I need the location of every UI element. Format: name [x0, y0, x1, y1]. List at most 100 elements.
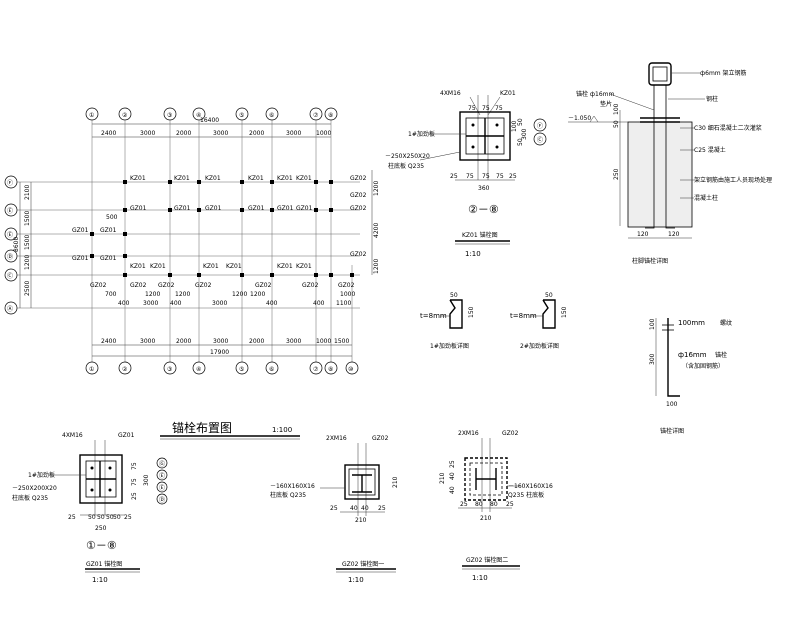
axis-label: Ⓕ	[7, 179, 13, 187]
dim: 150	[561, 306, 568, 318]
axis-label: ③	[167, 366, 172, 373]
plate-spec: －250X250X20	[385, 153, 430, 160]
dim: 210	[439, 472, 446, 484]
detail-title: GZ01 锚栓图	[86, 560, 122, 568]
plan-scale: 1:100	[272, 426, 292, 434]
elevation: －1.050	[568, 115, 591, 122]
dim: 300	[649, 353, 656, 365]
dim: 25	[68, 514, 76, 521]
axis-label: ⑧	[328, 112, 333, 119]
column-label: GZ02	[130, 282, 147, 289]
column-label: GZ02	[195, 282, 212, 289]
column-label: GZ01	[205, 205, 222, 212]
axis-label: ⑤	[239, 112, 244, 119]
column-label: GZ01	[72, 227, 89, 234]
column-base-anchor-detail: ф6mm 架立钢筋 锚栓 ф16mm 垫片 钢柱 －1.050 C30 细石混凝…	[568, 62, 772, 265]
thickness-label: t=8mm	[420, 312, 447, 320]
dim: 500	[106, 214, 118, 221]
dim: 50	[106, 514, 114, 521]
dim: 1200	[250, 291, 265, 298]
column-label: KZ01	[203, 263, 219, 270]
column-label: GZ01	[72, 255, 89, 262]
dim: 1000	[316, 130, 331, 137]
plate-spec: －250X200X20	[12, 485, 57, 492]
dim: 150	[468, 306, 475, 318]
detail-scale: 1:10	[92, 576, 108, 584]
dim: 75	[482, 105, 490, 112]
column-label: GZ02	[350, 192, 367, 199]
dim: 75	[131, 478, 138, 486]
dim: 50	[545, 292, 553, 299]
dim: 300	[143, 474, 150, 486]
column-label: GZ02	[90, 282, 107, 289]
column-label: GZ02	[350, 251, 367, 258]
gz02-anchor-detail-2: 2XM16 GZ02 －160X160X16 Q235 柱底板 25 80 80…	[439, 430, 553, 582]
dim: 1200	[232, 291, 247, 298]
dim: 1200	[373, 181, 380, 196]
dim: 3000	[212, 300, 227, 307]
dim: 3000	[213, 338, 228, 345]
stiffener-label: 1#加劲板	[408, 130, 435, 138]
dim: 1200	[175, 291, 190, 298]
dim: 2000	[176, 338, 191, 345]
dim: 40	[361, 505, 369, 512]
gz01-anchor-detail: 4XM16 GZ01 1#加劲板 －250X200X20 柱底板 Q235 25…	[12, 432, 168, 584]
dim: 100	[649, 318, 656, 330]
gz02-anchor-detail-1: 2XM16 GZ02 －160X160X16 柱底板 Q235 25 40 40…	[270, 435, 399, 584]
axis-label: ④	[196, 112, 201, 119]
dim: 50	[113, 514, 121, 521]
axis-label: ⑥	[269, 366, 274, 373]
section-label: ②－⑧	[468, 203, 499, 216]
column-label: KZ01	[296, 263, 312, 270]
column-label: GZ01	[174, 205, 191, 212]
axis-label: Ⓖ	[159, 460, 165, 468]
detail-title: KZ01 锚栓图	[462, 231, 498, 239]
dim: 120	[637, 231, 649, 238]
dim: 700	[105, 291, 117, 298]
stiffener-plates: t=8mm 50 150 1#加劲板详图 t=8mm 50 150 2#加劲板详…	[420, 292, 568, 350]
column-label: GZ02	[350, 175, 367, 182]
bolt-spec: 2XM16	[458, 430, 479, 437]
plate-material: 柱底板 Q235	[270, 491, 306, 499]
dim: 1000	[340, 291, 355, 298]
annotation: 锚栓	[715, 351, 727, 359]
axis-label: Ⓐ	[7, 305, 13, 313]
dim: 2000	[249, 130, 264, 137]
axis-label: Ⓒ	[7, 272, 13, 280]
axis-label: ⑥	[269, 112, 274, 119]
dim: 75	[496, 173, 504, 180]
dim: 100	[511, 120, 518, 132]
column-label: GZ01	[296, 205, 313, 212]
axis-label: ⑤	[239, 366, 244, 373]
bolt-spec: 4XM16	[62, 432, 83, 439]
detail-title: 1#加劲板详图	[430, 342, 469, 350]
annotation: 钢柱	[706, 95, 718, 103]
detail-title: 锚栓详图	[660, 427, 684, 435]
dim: 4200	[373, 223, 380, 238]
dim: 120	[668, 231, 680, 238]
column-label: KZ01	[296, 175, 312, 182]
axis-label: Ⓔ	[7, 207, 13, 215]
dim: 80	[490, 501, 498, 508]
detail-label: KZ01	[500, 90, 516, 97]
dim: 3000	[143, 300, 158, 307]
dim-total: 17900	[210, 349, 229, 356]
dim: 2400	[101, 130, 116, 137]
anchor-bolt-detail: 100mm 螺纹 ф16mm 锚栓 （含加固钢筋） 100 300 100 锚栓…	[649, 318, 732, 435]
annotation: 锚栓 ф16mm	[576, 90, 615, 98]
bolt-spec: 4XM16	[440, 90, 461, 97]
plate-material: Q235 柱底板	[508, 491, 544, 499]
dim: 80	[475, 501, 483, 508]
axis-label: ⑦	[313, 366, 319, 373]
axis-label: ⑦	[313, 112, 319, 119]
dim: 3000	[213, 130, 228, 137]
dim: 2000	[176, 130, 191, 137]
plate-material: 柱底板 Q235	[12, 494, 48, 502]
dim: 3000	[286, 338, 301, 345]
column-label: GZ01	[100, 227, 117, 234]
dim: 210	[392, 476, 399, 488]
dim: 75	[468, 105, 476, 112]
axis-label: ⑩	[348, 366, 353, 373]
column-label: GZ01	[100, 255, 117, 262]
column-label: GZ01	[248, 205, 265, 212]
